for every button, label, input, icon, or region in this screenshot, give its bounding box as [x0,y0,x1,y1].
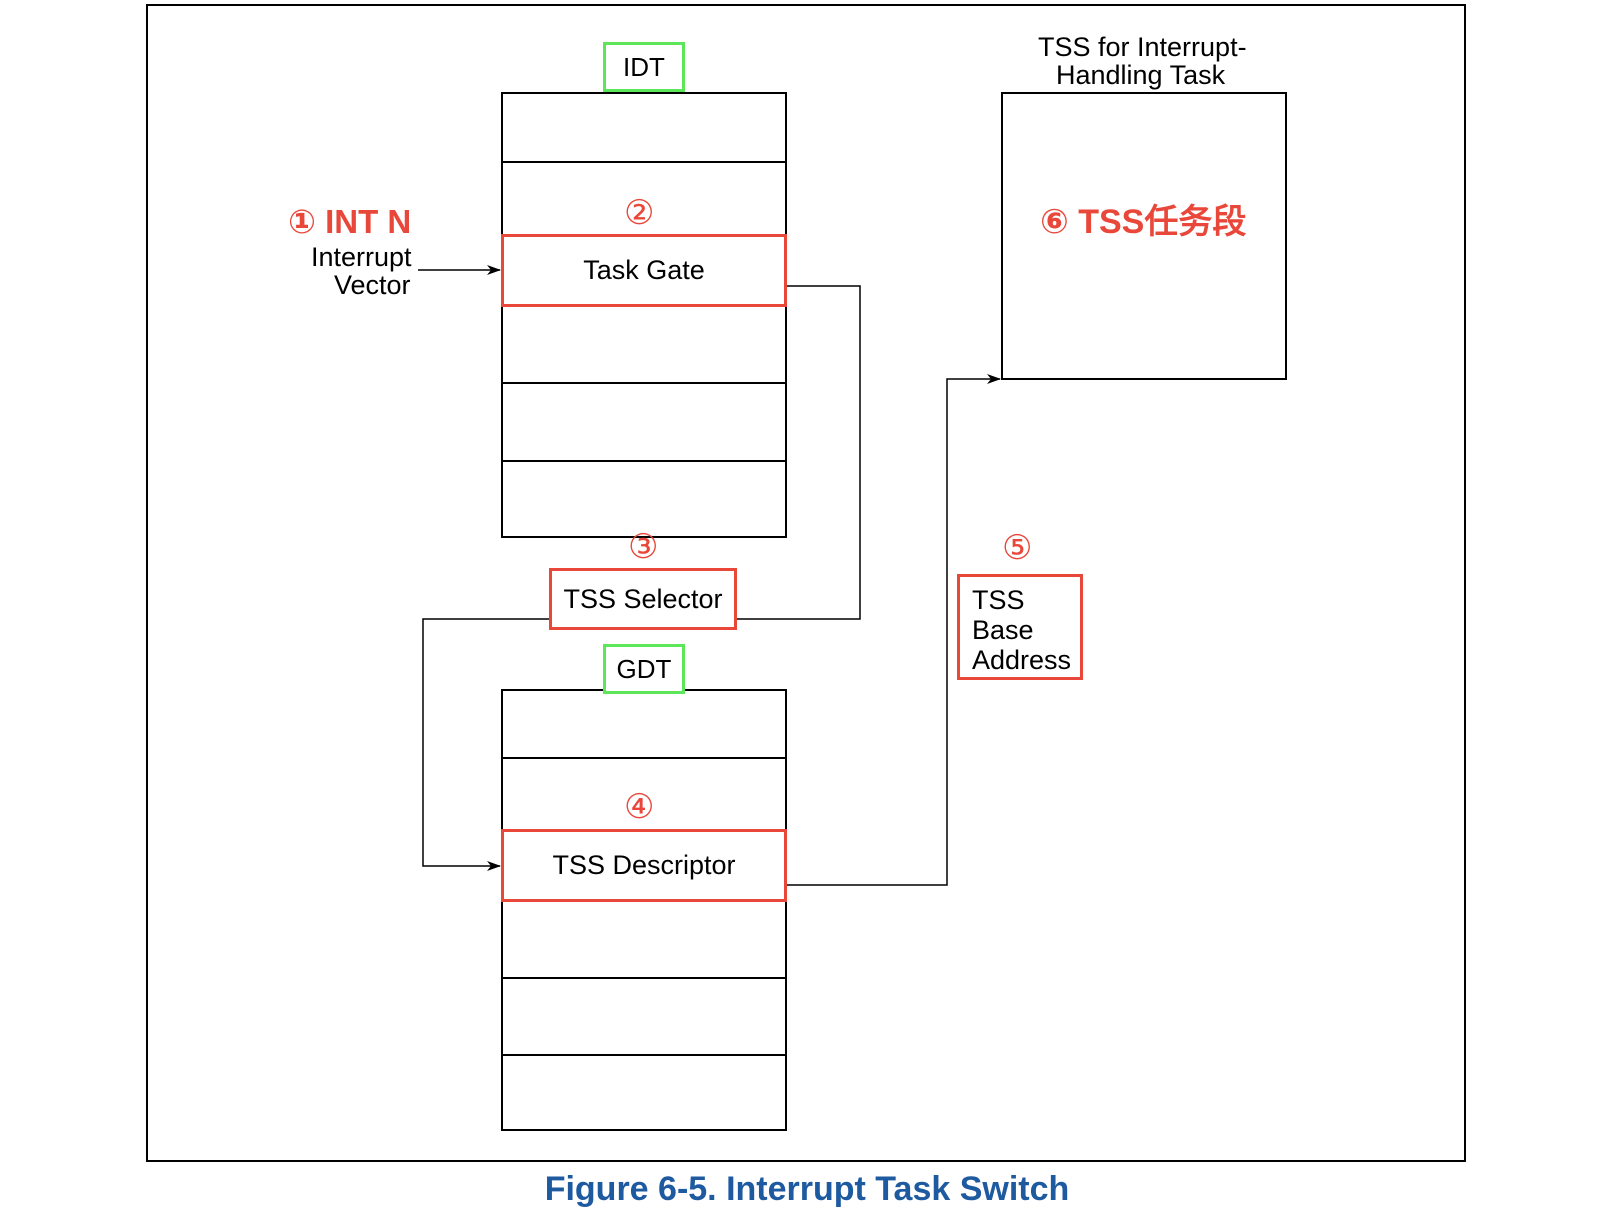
step-3-marker: ③ [628,528,659,566]
gdt-table [501,689,787,1131]
task-gate-entry: Task Gate [501,234,787,307]
diagram-frame [146,4,1466,1162]
int-n-label: ① INT N [288,203,412,240]
interrupt-vector-line2: Vector [334,270,411,300]
tss-segment-step-label: ⑥ TSS任务段 [1040,203,1247,241]
tss-base-address-box: TSS Base Address [957,574,1083,680]
tss-base-line1: TSS [972,585,1025,615]
tss-segment-title-line1: TSS for Interrupt- [1038,32,1247,62]
selector-to-descriptor-arrow [422,618,550,871]
idt-table [501,92,787,538]
tss-selector-label: TSS Selector [563,583,723,614]
step-2-marker: ② [624,194,655,232]
idt-title: IDT [603,42,685,92]
tss-segment-title-line2: Handling Task [1056,60,1226,90]
step-4-marker: ④ [624,788,655,826]
figure-caption: Figure 6-5. Interrupt Task Switch [544,1170,1070,1208]
tss-base-line3: Address [972,645,1072,675]
descriptor-to-tss-arrow [786,374,1001,886]
tss-segment-box [1001,92,1287,380]
interrupt-vector-line1: Interrupt [311,242,412,272]
tss-descriptor-label: TSS Descriptor [552,850,736,880]
task-gate-connector [734,285,861,620]
tss-descriptor-entry: TSS Descriptor [501,829,787,902]
tss-base-line2: Base [972,615,1034,645]
gdt-title: GDT [603,644,685,694]
step-5-marker: ⑤ [1002,529,1033,567]
tss-selector-box: TSS Selector [549,568,737,630]
task-gate-label: Task Gate [583,255,705,285]
